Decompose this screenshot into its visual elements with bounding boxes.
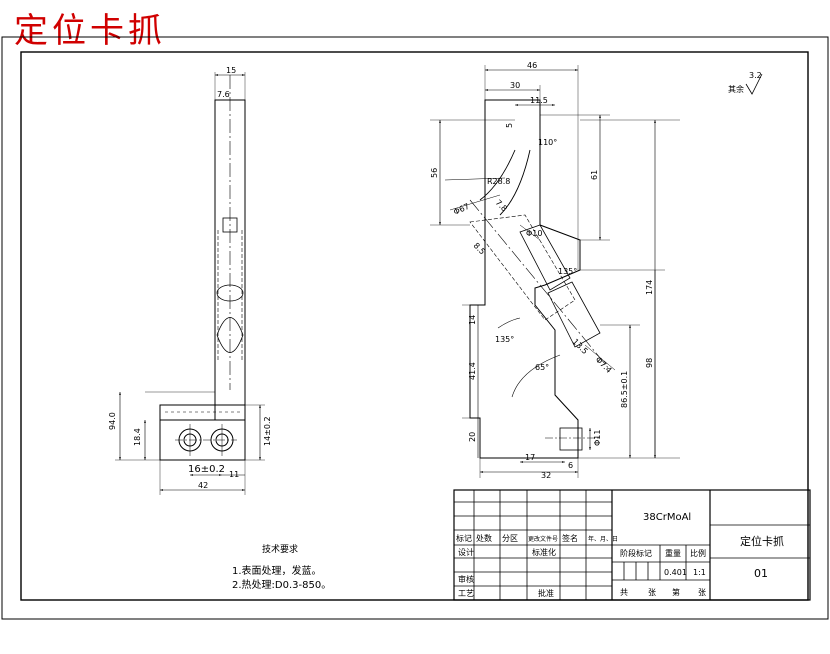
left-view (115, 72, 265, 495)
right-view (430, 65, 680, 478)
dim-left-h2: 18.4 (133, 428, 142, 446)
surface-finish-label: 其余 (728, 84, 744, 94)
dim-left-h1: 94.0 (108, 412, 117, 430)
tb-sheet-unit: 张 (648, 588, 656, 597)
tb-scale-label: 比例 (690, 548, 706, 558)
dim-r-d2: 7.8 (494, 198, 509, 213)
tb-row-approve: 批准 (538, 588, 554, 598)
dim-base-width: 42 (198, 481, 208, 490)
dim-r-d5: 13.5 (571, 337, 590, 356)
dim-r-d3: Φ10 (526, 229, 542, 238)
tb-header-cell: 分区 (502, 534, 518, 543)
dim-r-angle-mid: 135° (558, 267, 577, 276)
tb-sheet-unit2: 张 (698, 588, 706, 597)
dim-r-h20: 20 (468, 432, 477, 442)
tb-drawing-no: 01 (754, 567, 768, 580)
tb-weight-label: 重量 (665, 548, 681, 558)
notes-heading: 技术要求 (262, 543, 298, 555)
dim-r-d6: Φ7.4 (594, 355, 614, 375)
dim-r-angle-low: 65° (535, 363, 549, 372)
notes-line-2: 2.热处理:D0.3-850。 (232, 578, 331, 591)
tb-header-cell: 更改文件号 (528, 535, 558, 543)
tb-sheet-no: 第 (672, 587, 680, 597)
surface-finish-value: 3.2 (749, 71, 762, 80)
sheet-title: 定位卡抓 (14, 11, 166, 51)
dim-top-width: 15 (226, 66, 236, 75)
dim-r-h86: 86.5±0.1 (620, 371, 629, 408)
dim-r-top-width: 46 (527, 61, 537, 70)
dim-hole-edge: 11 (229, 470, 239, 479)
dim-r-h98: 98 (645, 358, 654, 368)
dim-r-total-h: 174 (645, 280, 654, 295)
dim-right-h: 14±0.2 (263, 416, 272, 446)
dim-r-d11: Φ11 (593, 430, 602, 446)
tb-header-cell: 签名 (562, 533, 578, 543)
tb-row-standard: 标准化 (532, 547, 556, 557)
dim-r-d1: Φ67 (452, 202, 471, 217)
title-block (453, 489, 811, 601)
dim-r-w32: 32 (541, 471, 551, 480)
dim-top-inner: 7.6 (217, 90, 230, 99)
inner-frame (20, 51, 809, 601)
tb-row-design: 设计 (458, 547, 474, 557)
tb-header-cell: 处数 (476, 533, 492, 543)
dim-r-angle-left: 135° (495, 335, 514, 344)
surface-finish-symbol (745, 73, 763, 95)
tb-part-name: 定位卡抓 (740, 534, 784, 548)
dim-r-slot: 11.5 (530, 96, 548, 105)
tb-scale: 1:1 (693, 568, 706, 577)
dim-r-right-height: 61 (590, 170, 599, 180)
notes-line-1: 1.表面处理，发蓝。 (232, 564, 322, 577)
outer-frame (1, 36, 829, 620)
tb-sheet-total: 共 (620, 588, 628, 597)
tb-material: 38CrMoAl (643, 512, 691, 523)
dim-hole-spacing: 16±0.2 (188, 464, 225, 475)
dim-r-h14: 14 (468, 315, 477, 325)
tb-stage-mark: 阶段标记 (620, 548, 652, 558)
dim-r-left-height: 56 (430, 168, 439, 178)
tb-header-cell: 标记 (456, 533, 472, 543)
dim-r-sub-width: 30 (510, 81, 520, 90)
dim-r-w6: 6 (568, 461, 573, 470)
tb-row-process: 工艺 (458, 589, 474, 598)
tb-row-review: 审核 (458, 574, 474, 584)
tb-weight: 0.401 (664, 568, 687, 577)
dim-r-r1: R28.8 (487, 177, 510, 186)
dim-r-h41: 41.4 (468, 362, 477, 380)
dim-r-w17: 17 (525, 453, 535, 462)
tb-header-cell: 年、月、日 (588, 535, 618, 543)
dim-r-angle-top: 110° (538, 138, 557, 147)
dim-r-small: 5 (505, 123, 514, 128)
